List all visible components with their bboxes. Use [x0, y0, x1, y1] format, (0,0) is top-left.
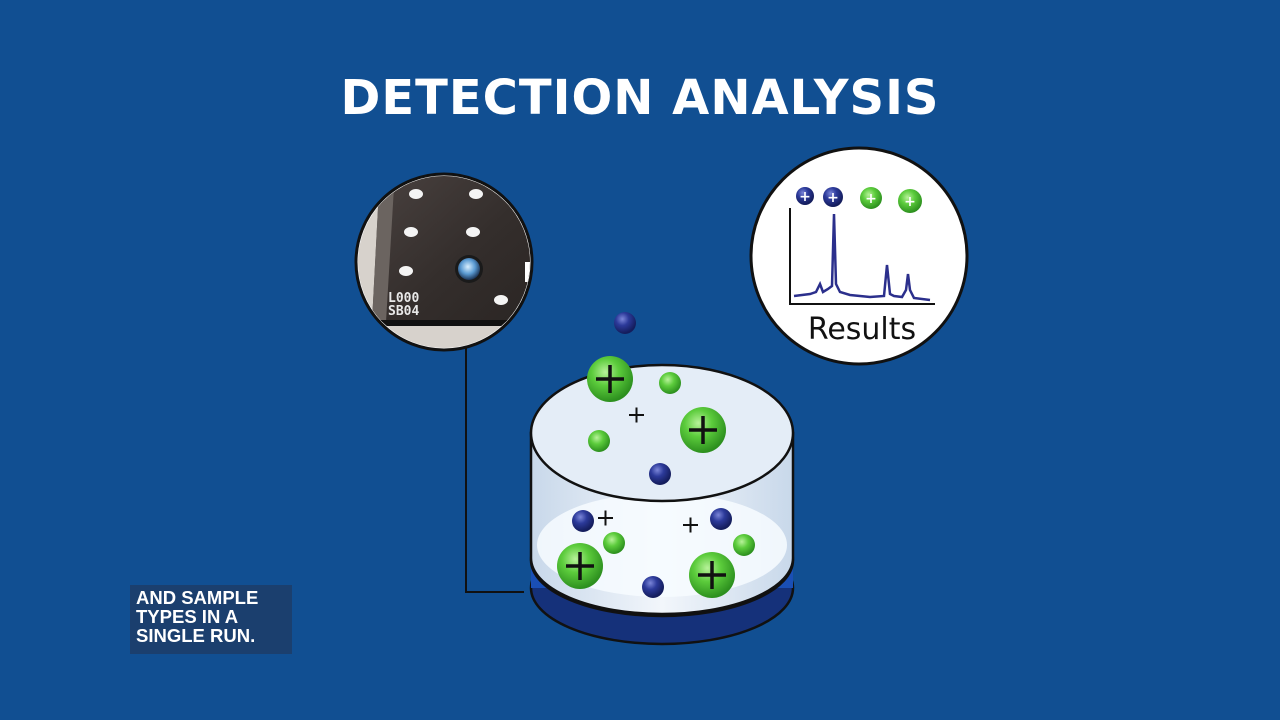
svg-text:+: +	[904, 194, 916, 210]
connector-line	[465, 308, 524, 593]
svg-text:+: +	[827, 190, 839, 206]
subtitle-caption: AND SAMPLE TYPES IN A SINGLE RUN.	[130, 585, 292, 654]
legend-ions: + + + +	[796, 187, 922, 213]
neutral-particle-icon	[649, 463, 671, 485]
neutral-particle-icon	[588, 430, 610, 452]
positive-ion-icon	[557, 543, 603, 589]
neutral-particle-icon	[603, 532, 625, 554]
chip-label-top: L000	[388, 291, 419, 306]
svg-text:+: +	[799, 189, 811, 205]
ions-top	[587, 312, 726, 485]
positive-ion-icon: +	[898, 189, 922, 213]
positive-ion-icon: +	[796, 187, 814, 205]
results-panel: + + + + Results	[749, 146, 969, 366]
neutral-particle-icon	[572, 510, 594, 532]
positive-ion-icon	[680, 407, 726, 453]
svg-text:+: +	[865, 191, 877, 207]
results-label: Results	[808, 312, 916, 347]
positive-ion-icon	[587, 356, 633, 402]
neutral-particle-icon	[642, 576, 664, 598]
positive-ion-icon: +	[860, 187, 882, 209]
caption-line: AND SAMPLE	[136, 587, 259, 608]
neutral-particle-icon	[733, 534, 755, 556]
caption-line: SINGLE RUN.	[136, 625, 256, 646]
neutral-particle-icon	[614, 312, 636, 334]
slide-title: DETECTION ANALYSIS	[340, 70, 940, 126]
neutral-particle-icon	[659, 372, 681, 394]
caption-line: TYPES IN A	[136, 606, 239, 627]
neutral-particle-icon	[710, 508, 732, 530]
sample-cylinder	[529, 363, 795, 646]
ions-inside	[557, 508, 755, 598]
positive-ion-icon	[689, 552, 735, 598]
positive-ion-icon: +	[823, 187, 843, 207]
spectrum-icon	[789, 208, 935, 305]
chip-label-bottom: SB04	[388, 304, 419, 319]
sample-plate-icon: L000 SB04	[354, 172, 534, 352]
